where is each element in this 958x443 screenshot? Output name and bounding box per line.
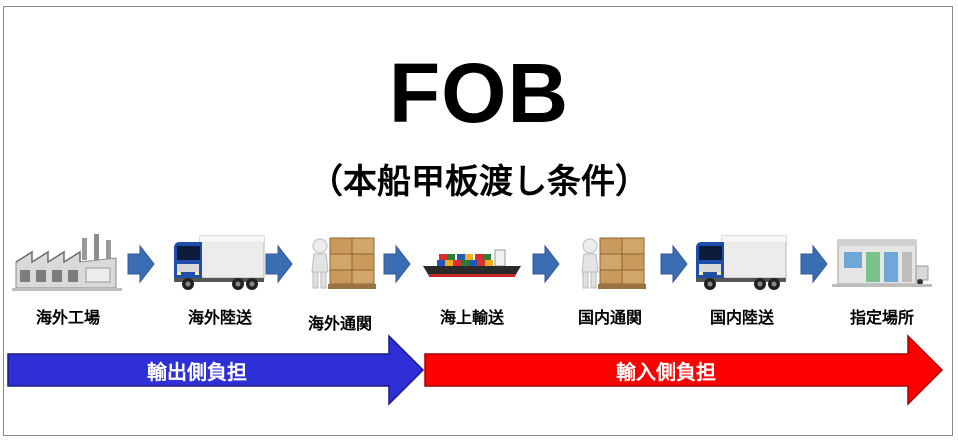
truck-icon	[174, 235, 265, 290]
export-side-band	[7, 334, 425, 406]
flow-arrow-icon	[800, 244, 828, 284]
flow-arrow-icon	[660, 244, 688, 284]
flow-arrow-icon	[127, 244, 155, 284]
step-label: 海外陸送	[187, 308, 252, 327]
step-overseas-factory: 海外工場	[6, 232, 130, 327]
page-subtitle: （本船甲板渡し条件）	[309, 162, 649, 202]
step-label: 指定場所	[849, 308, 914, 327]
flow-arrow-icon	[265, 244, 293, 284]
step-domestic-customs: 国内通関	[548, 232, 672, 327]
customs-boxes-icon	[581, 237, 646, 289]
step-designated-location: 指定場所	[820, 232, 944, 327]
factory-icon	[12, 234, 122, 291]
flow-arrow-icon	[532, 244, 560, 284]
step-label: 国内陸送	[709, 308, 774, 327]
step-sea-transport: 海上輸送	[410, 232, 534, 327]
step-label: 国内通関	[577, 308, 642, 327]
step-domestic-land-transport: 国内陸送	[680, 232, 804, 327]
page-title: FOB	[388, 46, 570, 140]
export-side-label: 輸出側負担	[147, 360, 247, 384]
container-ship-icon	[423, 249, 521, 277]
customs-boxes-icon	[311, 237, 376, 289]
truck-icon	[696, 235, 787, 290]
step-label: 海外通関	[307, 314, 372, 333]
step-label: 海外工場	[35, 308, 100, 327]
warehouse-icon	[832, 239, 932, 287]
step-overseas-customs: 海外通関	[278, 232, 402, 333]
step-label: 海上輸送	[439, 308, 504, 327]
import-side-band	[424, 334, 944, 406]
step-overseas-land-transport: 海外陸送	[158, 232, 282, 327]
import-side-label: 輸入側負担	[616, 360, 716, 384]
flow-arrow-icon	[383, 244, 411, 284]
